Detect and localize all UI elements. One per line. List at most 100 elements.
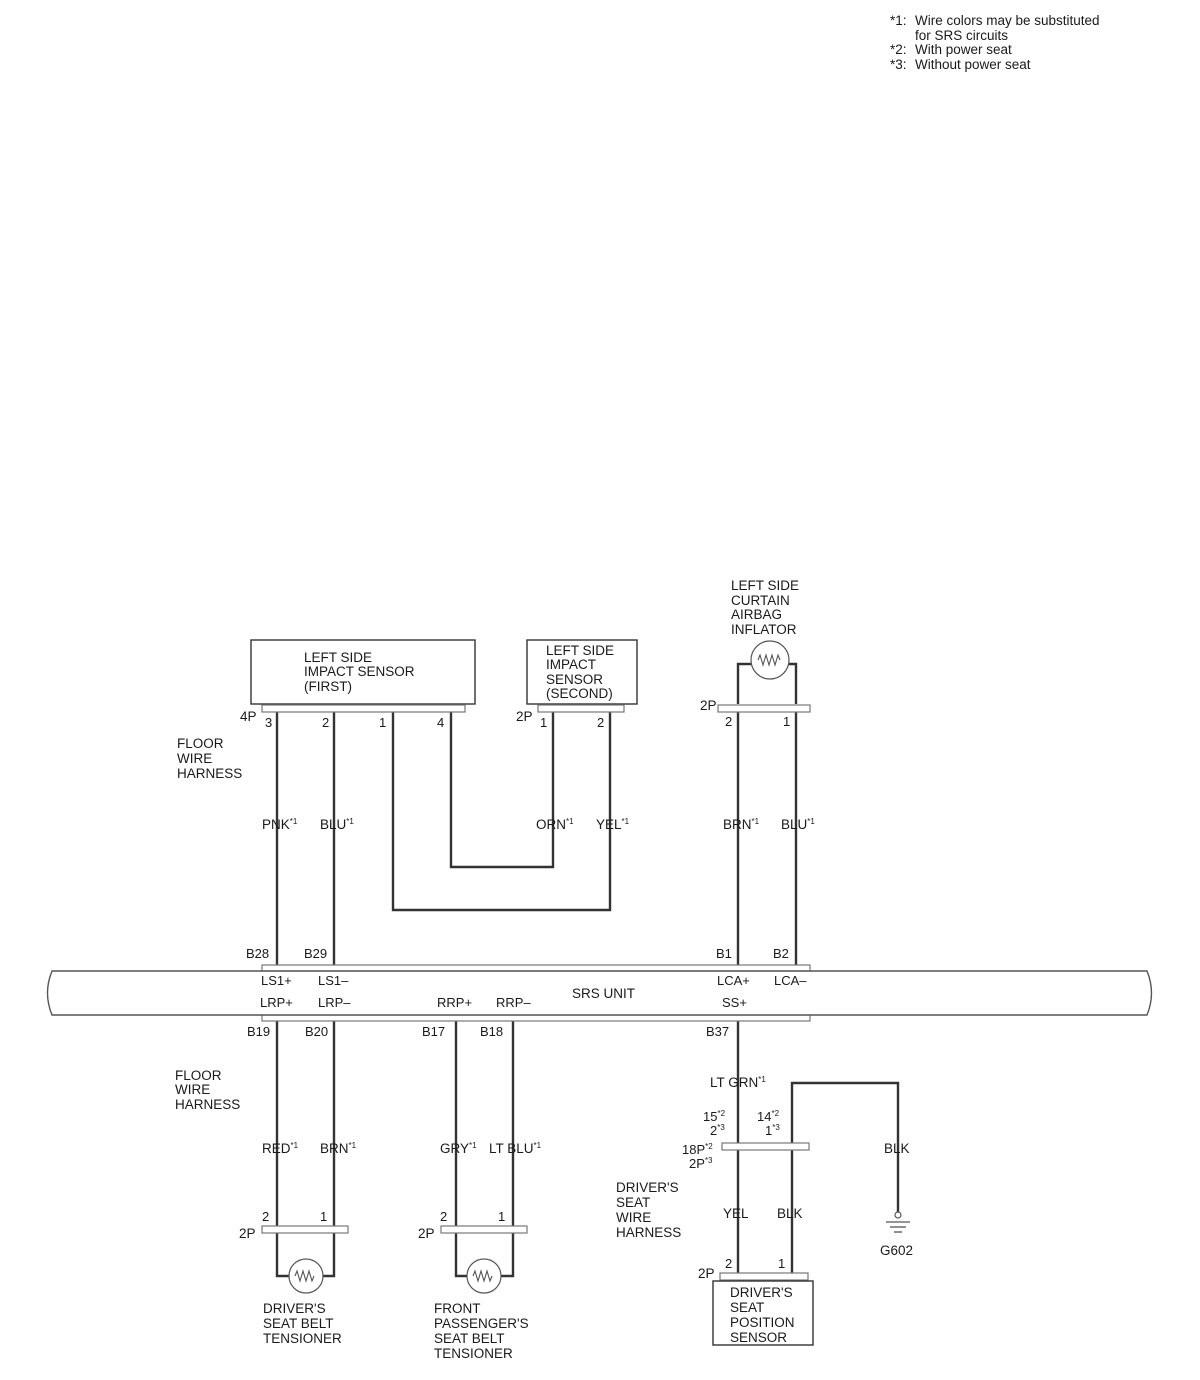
terminal-lrp-plus: LRP+: [260, 995, 293, 1010]
wire-orn-loop: [449, 712, 555, 869]
terminal-b17: B17: [422, 1024, 445, 1039]
impact-sensor-first-connector-size: 4P: [240, 709, 257, 724]
driver-tensioner-squib-icon: [294, 1269, 315, 1283]
impact-first-pin-3: 3: [265, 715, 272, 730]
impact-sensor-second-label-4: (SECOND): [546, 686, 613, 701]
wire-yel-loop: [391, 712, 612, 912]
passenger-tensioner-label-3: SEAT BELT: [434, 1331, 505, 1346]
note-1-line-1: Wire colors may be substituted: [915, 13, 1100, 28]
terminal-lca-minus: LCA–: [774, 973, 807, 988]
seat-harness-connector: 15*2 2*3 14*2 1*3 18P*2 2P*3: [682, 1109, 810, 1171]
seat-connector-left-pin-b: 2*3: [710, 1123, 725, 1138]
impact-sensor-second-connector-size: 2P: [516, 709, 533, 724]
driver-tensioner-connector: [261, 1225, 349, 1234]
impact-first-pin-2: 2: [322, 715, 329, 730]
wire-curtain-lead-right: [788, 662, 798, 704]
passenger-tensioner-label-4: TENSIONER: [434, 1346, 513, 1361]
impact-second-pin-2: 2: [597, 715, 604, 730]
terminal-b1: B1: [716, 946, 732, 961]
srs-unit: SRS UNIT B28 B29 B1 B2 LS1+ LS1– LCA+ LC…: [46, 946, 1153, 1039]
seat-harness-line-4: HARNESS: [616, 1225, 681, 1240]
seat-harness-line-2: SEAT: [616, 1195, 650, 1210]
wire-label-brn-lca: BRN*1: [723, 817, 760, 832]
wire-label-yel: YEL*1: [596, 817, 630, 832]
driver-tensioner-symbol: [288, 1258, 324, 1294]
seat-connector-right-pin-b: 1*3: [765, 1123, 780, 1138]
srs-unit-connector-lower: [261, 1014, 811, 1022]
seat-sensor-label-2: SEAT: [730, 1300, 764, 1315]
wire-tensioner1-lead-right: [322, 1232, 336, 1278]
impact-sensor-second-connector: [537, 704, 625, 713]
curtain-squib-icon: [757, 653, 781, 667]
wire-label-blk-ground: BLK: [884, 1141, 910, 1156]
impact-sensor-first-connector: [261, 704, 466, 713]
terminal-b2: B2: [773, 946, 789, 961]
curtain-connector: [717, 704, 811, 713]
impact-sensor-second-label-1: LEFT SIDE: [546, 643, 614, 658]
wire-label-brn-lrp: BRN*1: [320, 1141, 357, 1156]
ground-g602: G602: [880, 1211, 913, 1258]
terminal-b28: B28: [246, 946, 269, 961]
impact-second-pin-1: 1: [540, 715, 547, 730]
note-3-line-1: Without power seat: [915, 57, 1031, 72]
seat-connector-size-b: 2P*3: [689, 1156, 713, 1171]
seat-sensor-label-1: DRIVER'S: [730, 1285, 793, 1300]
passenger-tensioner-label-2: PASSENGER'S: [434, 1316, 529, 1331]
wire-blk-ground: [790, 1081, 900, 1282]
passenger-tensioner-pin-2: 2: [440, 1209, 447, 1224]
drivers-seat-position-sensor: 2P 2 1 DRIVER'S SEAT POSITION SENSOR: [698, 1256, 814, 1346]
floor-wire-harness-upper: FLOOR WIRE HARNESS: [177, 736, 242, 781]
floor-harness-lower-line-2: WIRE: [175, 1082, 210, 1097]
wire-label-gry: GRY*1: [440, 1141, 477, 1156]
impact-sensor-first-box: [250, 639, 476, 705]
seat-sensor-connector: [719, 1272, 809, 1281]
driver-tensioner-label-1: DRIVER'S: [263, 1301, 326, 1316]
wire-label-red: RED*1: [262, 1141, 299, 1156]
driver-tensioner-label-3: TENSIONER: [263, 1331, 342, 1346]
left-side-curtain-airbag-inflator: LEFT SIDE CURTAIN AIRBAG INFLATOR 2P 2 1: [700, 578, 811, 729]
driver-tensioner-connector-size: 2P: [239, 1226, 256, 1241]
note-2-mark: *2:: [890, 42, 907, 57]
wire-curtain-lead-left: [736, 662, 752, 704]
ground-terminal-icon: [894, 1211, 902, 1219]
floor-harness-lower-line-1: FLOOR: [175, 1068, 222, 1083]
curtain-label-1: LEFT SIDE: [731, 578, 799, 593]
wire-label-pnk: PNK*1: [262, 817, 298, 832]
terminal-lrp-minus: LRP–: [318, 995, 351, 1010]
terminal-b29: B29: [304, 946, 327, 961]
left-side-impact-sensor-second: LEFT SIDE IMPACT SENSOR (SECOND) 2P 1 2: [516, 639, 638, 730]
curtain-connector-size: 2P: [700, 698, 717, 713]
floor-harness-upper-line-1: FLOOR: [177, 736, 224, 751]
wire-label-lt-blu: LT BLU*1: [489, 1141, 542, 1156]
impact-sensor-second-box: [526, 639, 638, 705]
ground-label: G602: [880, 1243, 913, 1258]
passenger-tensioner-connector-size: 2P: [418, 1226, 435, 1241]
wire-color-labels-lower: LT GRN*1 RED*1 BRN*1 GRY*1 LT BLU*1 BLK …: [262, 1075, 910, 1221]
srs-unit-label: SRS UNIT: [572, 986, 635, 1001]
note-3-mark: *3:: [890, 57, 907, 72]
driver-tensioner-pin-2: 2: [262, 1209, 269, 1224]
wire-tensioner2-lead-right: [500, 1232, 515, 1278]
curtain-pin-1: 1: [783, 714, 790, 729]
seat-sensor-connector-size: 2P: [698, 1266, 715, 1281]
seat-connector-size-a: 18P*2: [682, 1142, 713, 1157]
footnotes: *1: Wire colors may be substituted for S…: [890, 13, 1100, 72]
curtain-label-3: AIRBAG: [731, 607, 782, 622]
passenger-tensioner-squib-icon: [472, 1269, 493, 1283]
seat-connector-left-pin-a: 15*2: [703, 1109, 726, 1124]
wire-tensioner1-lead-left: [275, 1232, 290, 1278]
terminal-b19: B19: [247, 1024, 270, 1039]
srs-unit-body: [46, 970, 1153, 1016]
wire-tensioner2-lead-left: [454, 1232, 468, 1278]
wires: [275, 662, 900, 1282]
seat-sensor-label-4: SENSOR: [730, 1330, 787, 1345]
floor-harness-upper-line-2: WIRE: [177, 751, 212, 766]
terminal-rrp-minus: RRP–: [496, 995, 531, 1010]
terminal-ls1-minus: LS1–: [318, 973, 349, 988]
impact-sensor-second-label-2: IMPACT: [546, 657, 596, 672]
seat-sensor-label-3: POSITION: [730, 1315, 795, 1330]
terminal-rrp-plus: RRP+: [437, 995, 472, 1010]
left-side-impact-sensor-first: LEFT SIDE IMPACT SENSOR (FIRST) 4P 3 2 1…: [240, 639, 476, 730]
impact-sensor-first-label-2: IMPACT SENSOR: [304, 664, 415, 679]
